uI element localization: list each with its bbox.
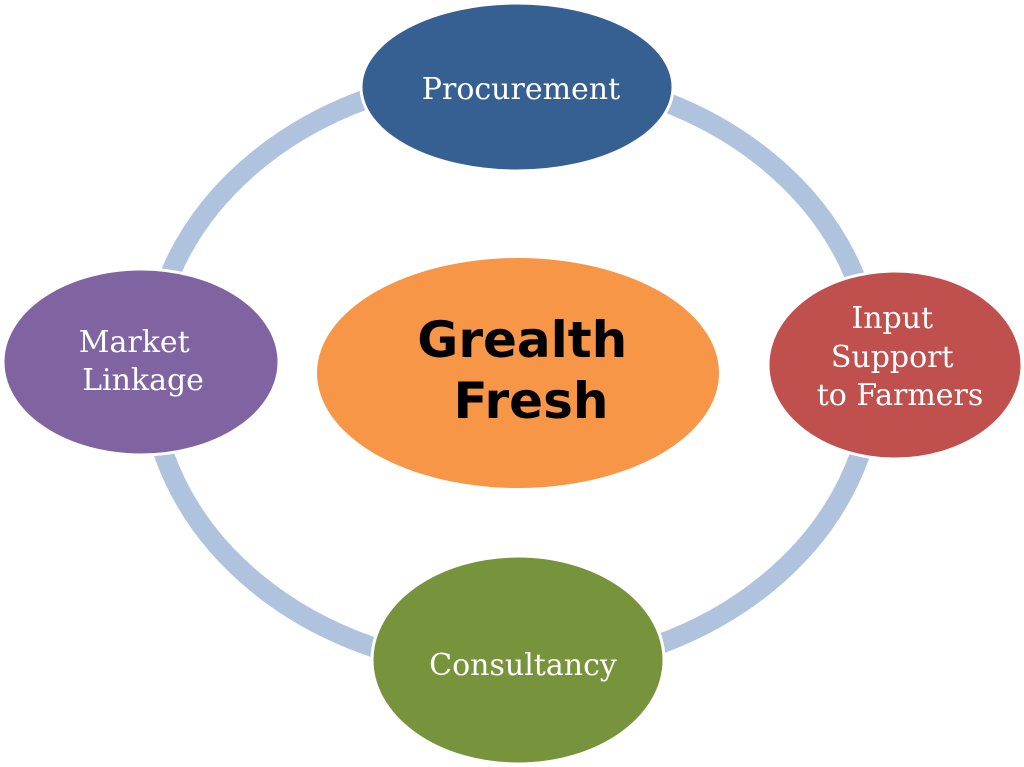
center-node-line: Fresh [454, 372, 609, 430]
node-input-support: Input Support to Farmers [766, 269, 1024, 461]
node-procurement-line: Procurement [422, 72, 620, 107]
node-market-linkage: Market Linkage [1, 267, 281, 457]
node-input-support-line: to Farmers [817, 378, 984, 413]
node-consultancy-label: Consultancy [429, 648, 617, 683]
node-procurement-label: Procurement [422, 72, 620, 107]
node-input-support-shape [766, 269, 1024, 461]
node-market-linkage-line: Market [79, 325, 190, 360]
node-consultancy-shape [370, 554, 666, 766]
center-node-line: Grealth [417, 311, 627, 369]
node-input-support-label: Input Support to Farmers [817, 301, 984, 413]
center-node-shape [317, 258, 719, 488]
node-consultancy: Consultancy [370, 554, 666, 766]
node-procurement-shape [359, 1, 675, 173]
node-market-linkage-label: Market Linkage [79, 325, 204, 398]
node-market-linkage-shape [1, 267, 281, 457]
node-market-linkage-line: Linkage [82, 363, 204, 398]
node-procurement: Procurement [359, 1, 675, 173]
center-node-label: Grealth Fresh [417, 311, 644, 430]
node-input-support-line: Input [851, 301, 933, 336]
center-node: Grealth Fresh [317, 258, 719, 488]
node-input-support-line: Support [831, 340, 954, 375]
node-consultancy-line: Consultancy [429, 648, 617, 683]
